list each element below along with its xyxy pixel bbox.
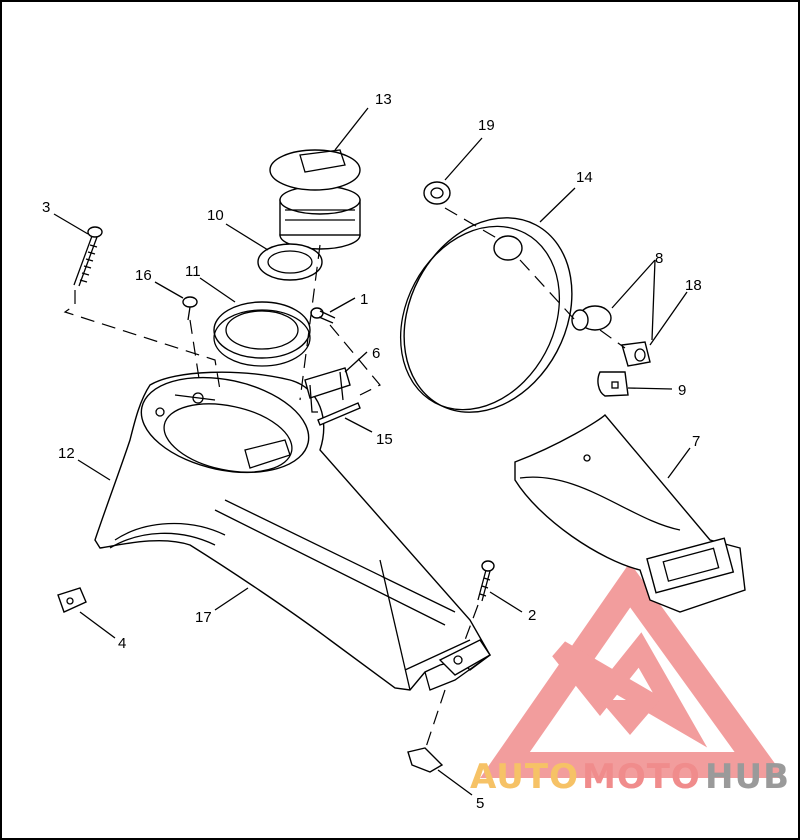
label-18: 18 xyxy=(685,277,702,294)
part-3-screw xyxy=(73,226,103,287)
label-9: 9 xyxy=(678,382,686,399)
part-14-door-panel xyxy=(399,217,573,413)
part-15-pin xyxy=(317,402,361,426)
label-10: 10 xyxy=(207,207,224,224)
part-7-pad xyxy=(514,413,746,613)
label-8: 8 xyxy=(655,250,663,267)
label-16: 16 xyxy=(135,267,152,284)
label-4: 4 xyxy=(118,635,126,652)
part-4-clip xyxy=(57,587,87,613)
part-11-seal-ring xyxy=(213,301,311,367)
callout-labels: 13 19 14 3 10 16 11 1 8 18 6 9 15 7 12 1… xyxy=(42,91,702,812)
label-7: 7 xyxy=(692,433,700,450)
part-13-filler-cap xyxy=(269,149,361,250)
watermark-text: AUTO MOTO HUB xyxy=(470,757,790,797)
label-2: 2 xyxy=(528,607,536,624)
label-12: 12 xyxy=(58,445,75,462)
label-6: 6 xyxy=(372,345,380,362)
label-17: 17 xyxy=(195,609,212,626)
part-10-gasket xyxy=(257,243,323,281)
part-8-lock xyxy=(571,305,612,331)
label-3: 3 xyxy=(42,199,50,216)
assembly-lines xyxy=(63,207,626,751)
watermark-logo xyxy=(480,562,786,778)
watermark-hub: HUB xyxy=(705,757,790,797)
part-2-screw xyxy=(477,560,495,602)
part-19-nut xyxy=(423,181,451,205)
watermark-auto: AUTO xyxy=(470,757,579,797)
part-16-rivet xyxy=(182,296,198,321)
part-17-console xyxy=(94,371,491,691)
part-18-key xyxy=(621,341,651,367)
label-19: 19 xyxy=(478,117,495,134)
label-11: 11 xyxy=(185,263,201,280)
label-13: 13 xyxy=(375,91,392,108)
part-9-cover xyxy=(597,371,629,397)
part-6-bracket xyxy=(304,367,351,413)
label-1: 1 xyxy=(360,291,368,308)
part-5-clip xyxy=(407,747,444,773)
label-5: 5 xyxy=(476,795,484,812)
leader-lines xyxy=(53,107,691,796)
label-15: 15 xyxy=(376,431,393,448)
watermark-moto: MOTO xyxy=(582,757,701,797)
label-14: 14 xyxy=(576,169,593,186)
